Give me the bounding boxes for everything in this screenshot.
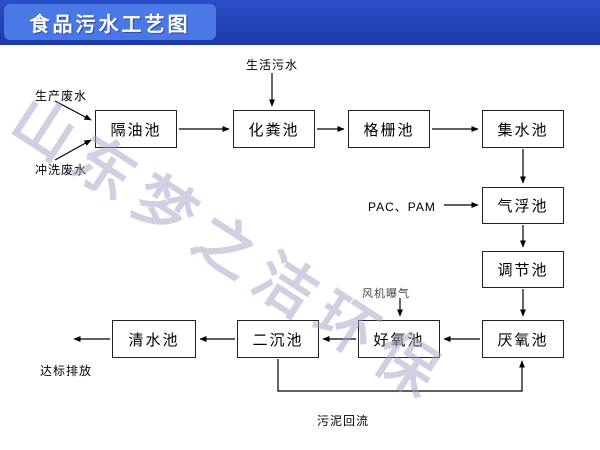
node-oil-separation-tank: 隔油池 <box>95 110 177 148</box>
title-bar: 食品污水工艺图 <box>0 0 600 45</box>
arrow-rinse-to-oil <box>54 139 92 161</box>
label-pac-pam: PAC、PAM <box>368 200 436 214</box>
node-septic-tank: 化粪池 <box>233 110 315 148</box>
label-sludge-return: 污泥回流 <box>317 414 370 428</box>
node-secondary-sedimentation-tank: 二沉池 <box>237 320 319 358</box>
page-title: 食品污水工艺图 <box>4 4 216 40</box>
node-collecting-tank: 集水池 <box>482 110 564 148</box>
node-anaerobic-tank: 厌氧池 <box>482 320 564 358</box>
node-clear-water-tank: 清水池 <box>112 320 196 358</box>
line-sludge-return <box>277 359 525 392</box>
label-domestic-sewage: 生活污水 <box>246 58 299 72</box>
label-standard-discharge: 达标排放 <box>40 364 93 378</box>
label-rinse-wastewater: 冲洗废水 <box>35 163 88 177</box>
node-grid-tank: 格栅池 <box>348 110 430 148</box>
node-aerobic-tank: 好氧池 <box>358 320 440 358</box>
label-production-wastewater: 生产废水 <box>35 89 88 103</box>
node-regulating-tank: 调节池 <box>482 251 564 288</box>
node-air-flotation-tank: 气浮池 <box>482 187 564 224</box>
label-blower-aeration: 风机曝气 <box>362 288 410 300</box>
